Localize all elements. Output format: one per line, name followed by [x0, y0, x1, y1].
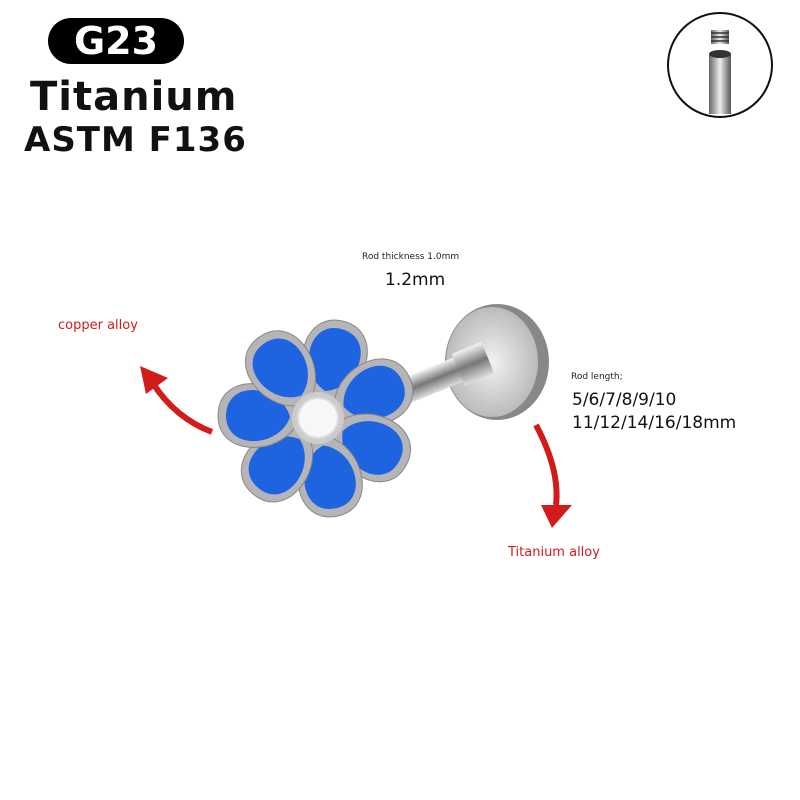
- standard-title: ASTM F136: [24, 120, 247, 160]
- rod-length-line1: 5/6/7/8/9/10: [572, 390, 677, 410]
- petal: [240, 427, 313, 503]
- titanium-arrow: [533, 423, 572, 528]
- rod-length-label: Rod length;: [571, 372, 623, 382]
- thread-detail-icon: [667, 12, 773, 118]
- rod-thickness-label: Rod thickness 1.0mm: [362, 252, 460, 262]
- back-disc: [445, 304, 549, 420]
- titanium-alloy-label: Titanium alloy: [508, 545, 600, 560]
- rod-thickness-value: 1.2mm: [385, 270, 446, 290]
- copper-arrow: [140, 366, 214, 435]
- rod-length-line2: 11/12/14/16/18mm: [572, 413, 737, 433]
- flower-head: [217, 319, 413, 518]
- copper-alloy-label: copper alloy: [58, 318, 138, 333]
- grade-badge: G23: [48, 18, 184, 64]
- petal: [297, 435, 363, 518]
- petal: [245, 330, 316, 407]
- material-title: Titanium: [30, 74, 238, 120]
